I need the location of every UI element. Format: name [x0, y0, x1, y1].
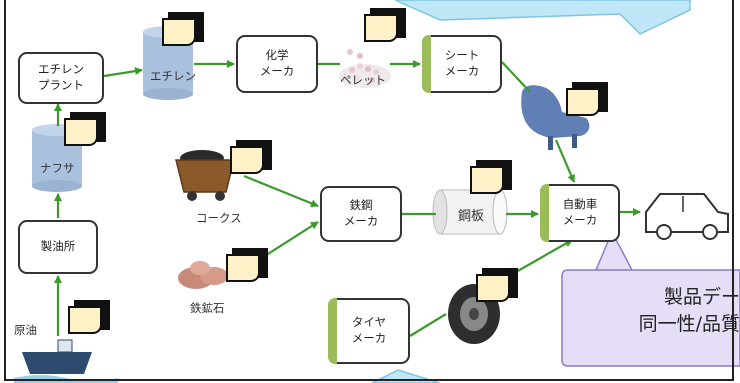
refinery-box: 製油所 — [18, 220, 98, 274]
data-record-icon — [64, 112, 106, 148]
iron-ore-label: 鉄鉱石 — [190, 301, 225, 315]
data-record-icon — [230, 140, 272, 176]
auto-maker-box: 自動車 メーカ — [540, 184, 620, 242]
sheet-maker-box: シート メーカ — [422, 35, 502, 93]
arrow-ethyleneplant-to-ethylene — [103, 67, 143, 78]
pellet-label: ペレット — [340, 73, 386, 87]
top-callout-shape — [394, 0, 691, 35]
arrow-tire-maker-to-tire — [409, 313, 447, 337]
data-record-icon — [364, 8, 406, 44]
arrow-coke-to-steel — [243, 174, 319, 208]
steel-roll-icon — [432, 189, 508, 235]
arrow-sheet-to-seat — [501, 61, 531, 93]
coke-label: コークス — [196, 211, 242, 225]
data-record-icon — [476, 268, 518, 304]
car-icon — [645, 193, 729, 240]
naphtha-label: ナフサ — [40, 161, 75, 175]
iron-ore-icon — [178, 261, 228, 289]
data-record-icon — [566, 82, 608, 118]
product-data-callout-text: 製品デー 同一性/品質 — [638, 286, 740, 335]
pellet-icon — [339, 49, 391, 88]
crude-oil-label: 原油 — [14, 323, 37, 337]
ethylene-label: エチレン — [150, 69, 196, 83]
data-record-icon — [68, 300, 110, 336]
naphtha-tank-icon — [32, 124, 82, 192]
steel-maker-box: 鉄鋼 メーカ — [320, 186, 402, 242]
seat-icon — [521, 85, 590, 150]
tire-maker-box: タイヤ メーカ — [328, 298, 410, 364]
ethylene-plant-box: エチレン プラント — [18, 52, 104, 104]
coke-cart-icon — [175, 150, 235, 201]
arrow-seat-to-auto — [554, 139, 576, 183]
data-record-icon — [470, 160, 512, 196]
steel-sheet-label: 鋼板 — [458, 209, 485, 224]
data-record-icon — [226, 248, 268, 284]
chemical-maker-box: 化学 メーカ — [236, 35, 318, 93]
diagram-frame — [4, 0, 734, 381]
data-record-icon — [162, 12, 204, 48]
